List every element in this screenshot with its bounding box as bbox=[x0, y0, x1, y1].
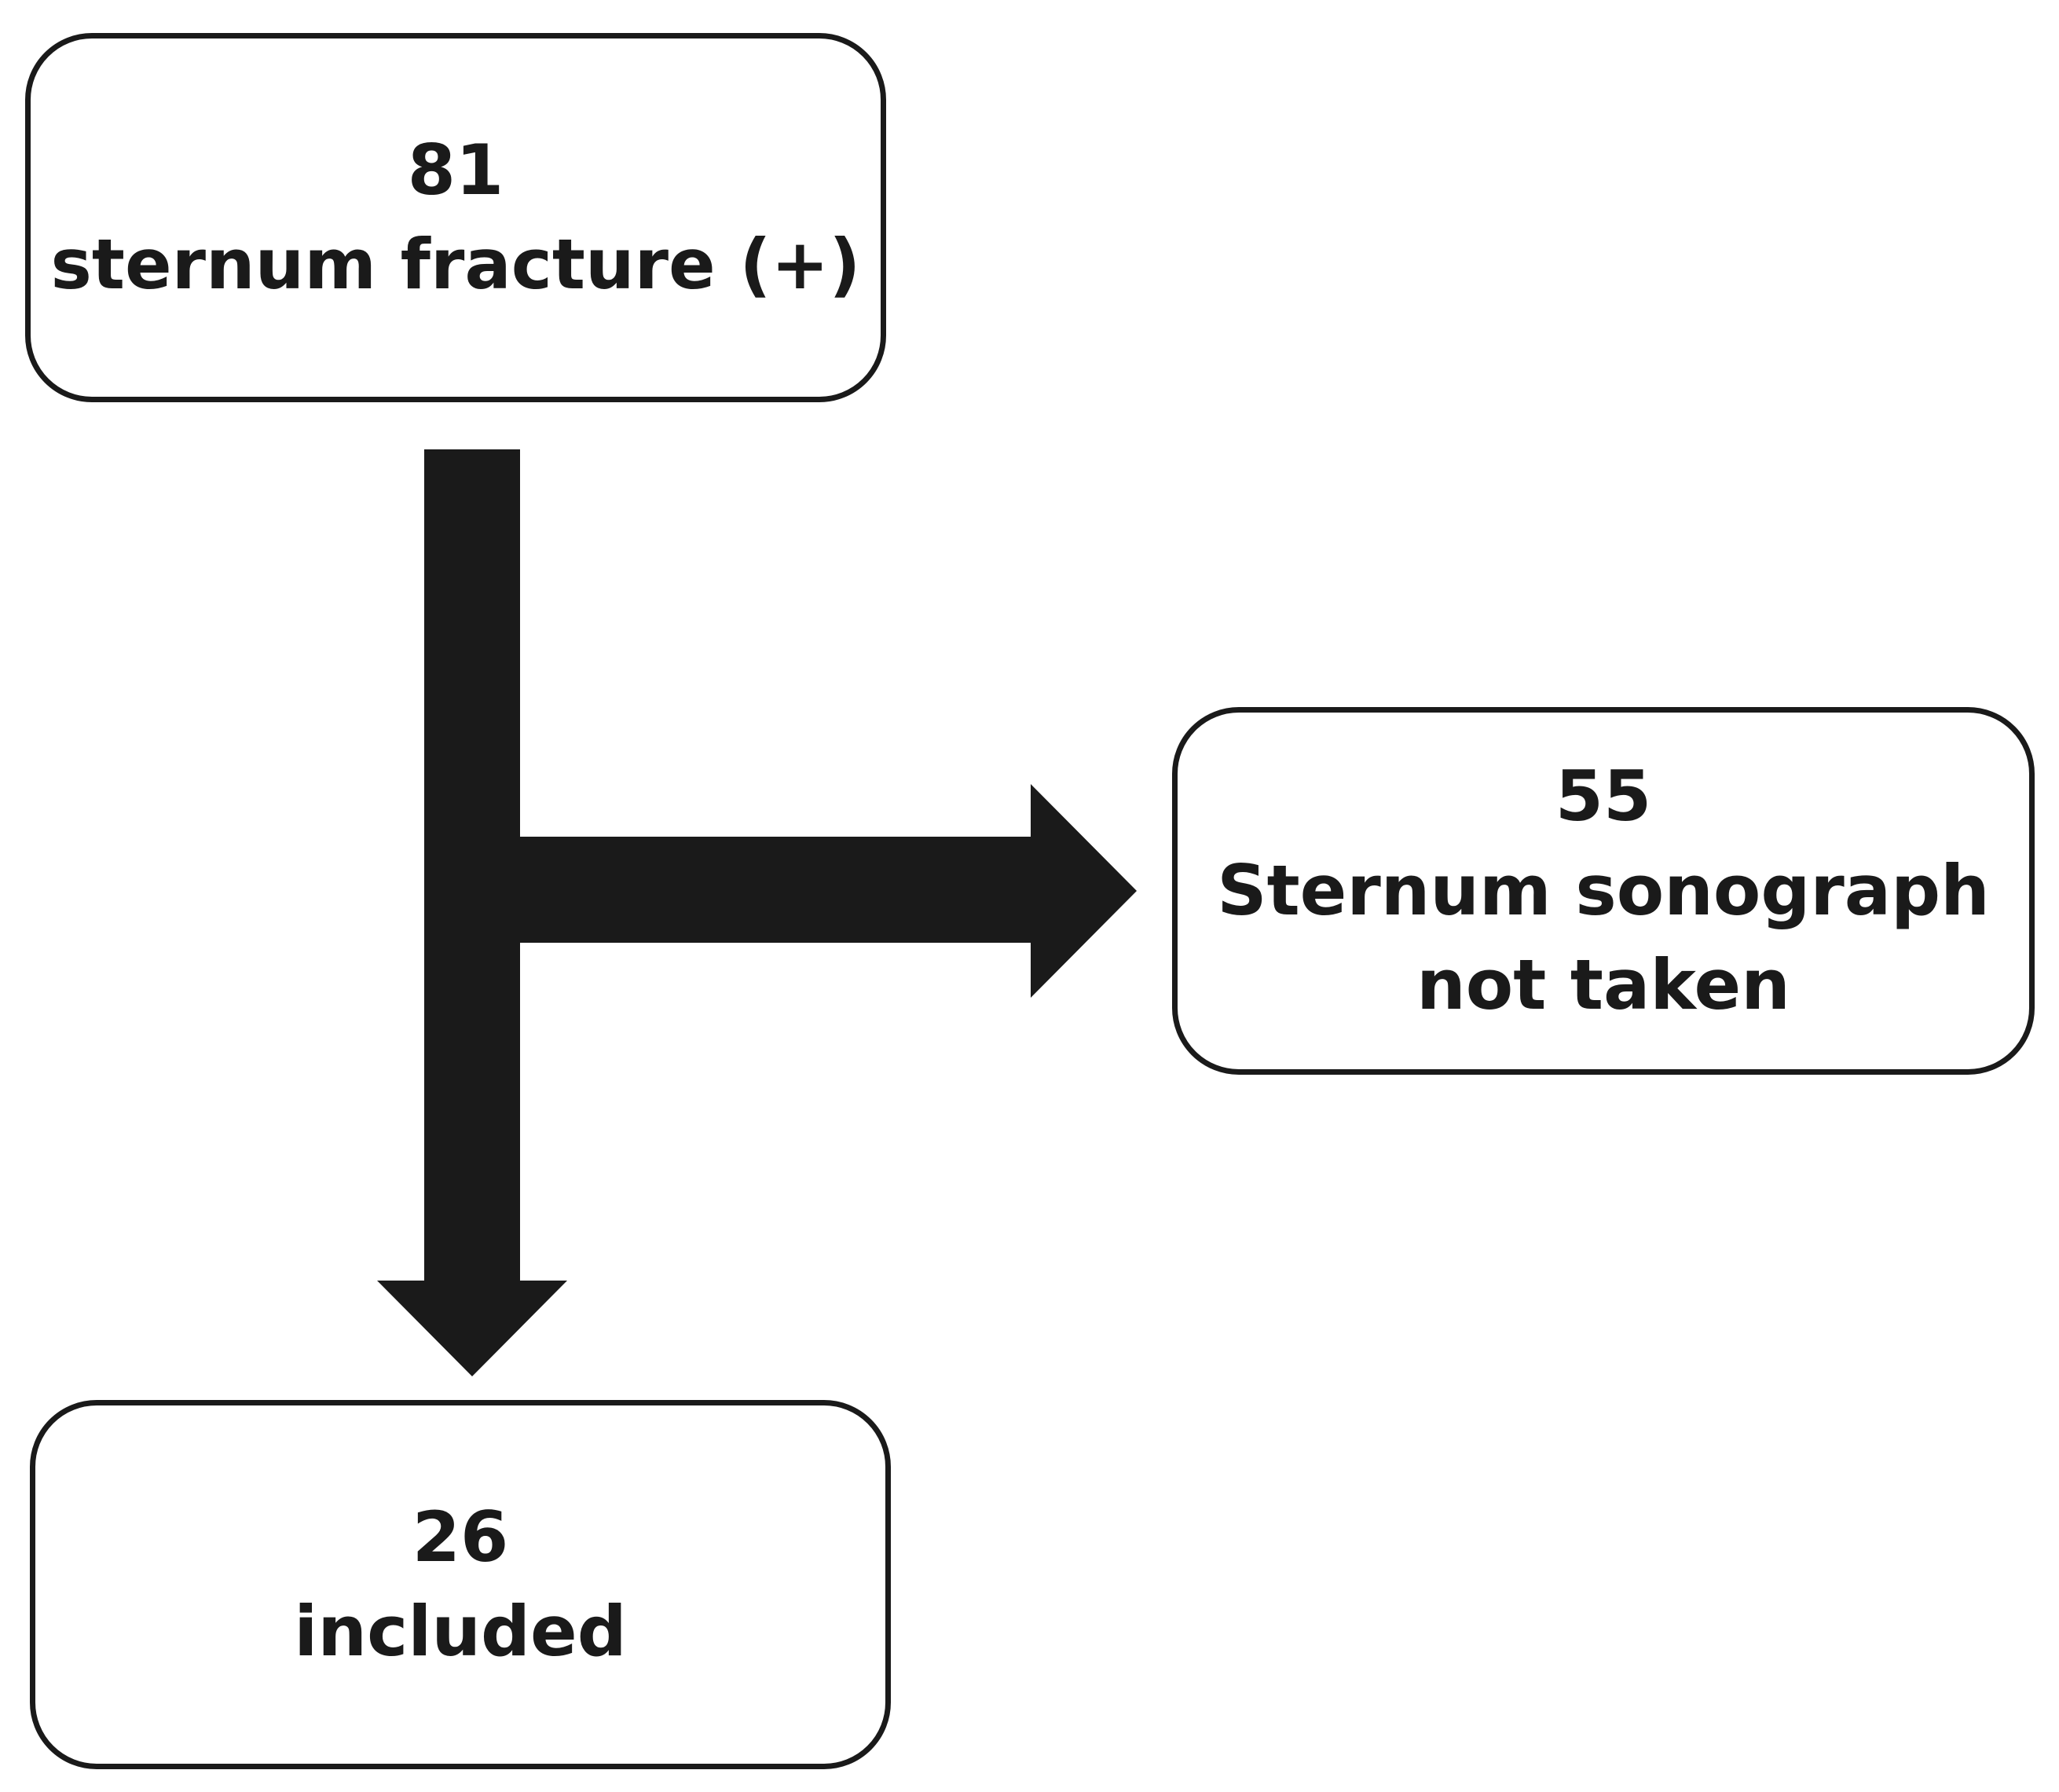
node-excluded-label-line2: not taken bbox=[1416, 944, 1790, 1025]
node-included: 26 included bbox=[30, 1400, 891, 1769]
arrow-to-included bbox=[377, 449, 567, 1376]
node-excluded-no-sonograph: 55 Sternum sonograph not taken bbox=[1172, 707, 2035, 1075]
node-total-sternum-fracture: 81 sternum fracture (+) bbox=[25, 33, 886, 402]
node-excluded-count: 55 bbox=[1555, 756, 1652, 837]
node-excluded-label-line1: Sternum sonograph bbox=[1217, 850, 1990, 932]
node-total-count: 81 bbox=[407, 130, 504, 211]
node-included-label: included bbox=[294, 1591, 627, 1672]
node-total-label: sternum fracture (+) bbox=[50, 224, 861, 305]
node-included-count: 26 bbox=[412, 1497, 509, 1578]
arrow-to-excluded bbox=[520, 784, 1137, 998]
